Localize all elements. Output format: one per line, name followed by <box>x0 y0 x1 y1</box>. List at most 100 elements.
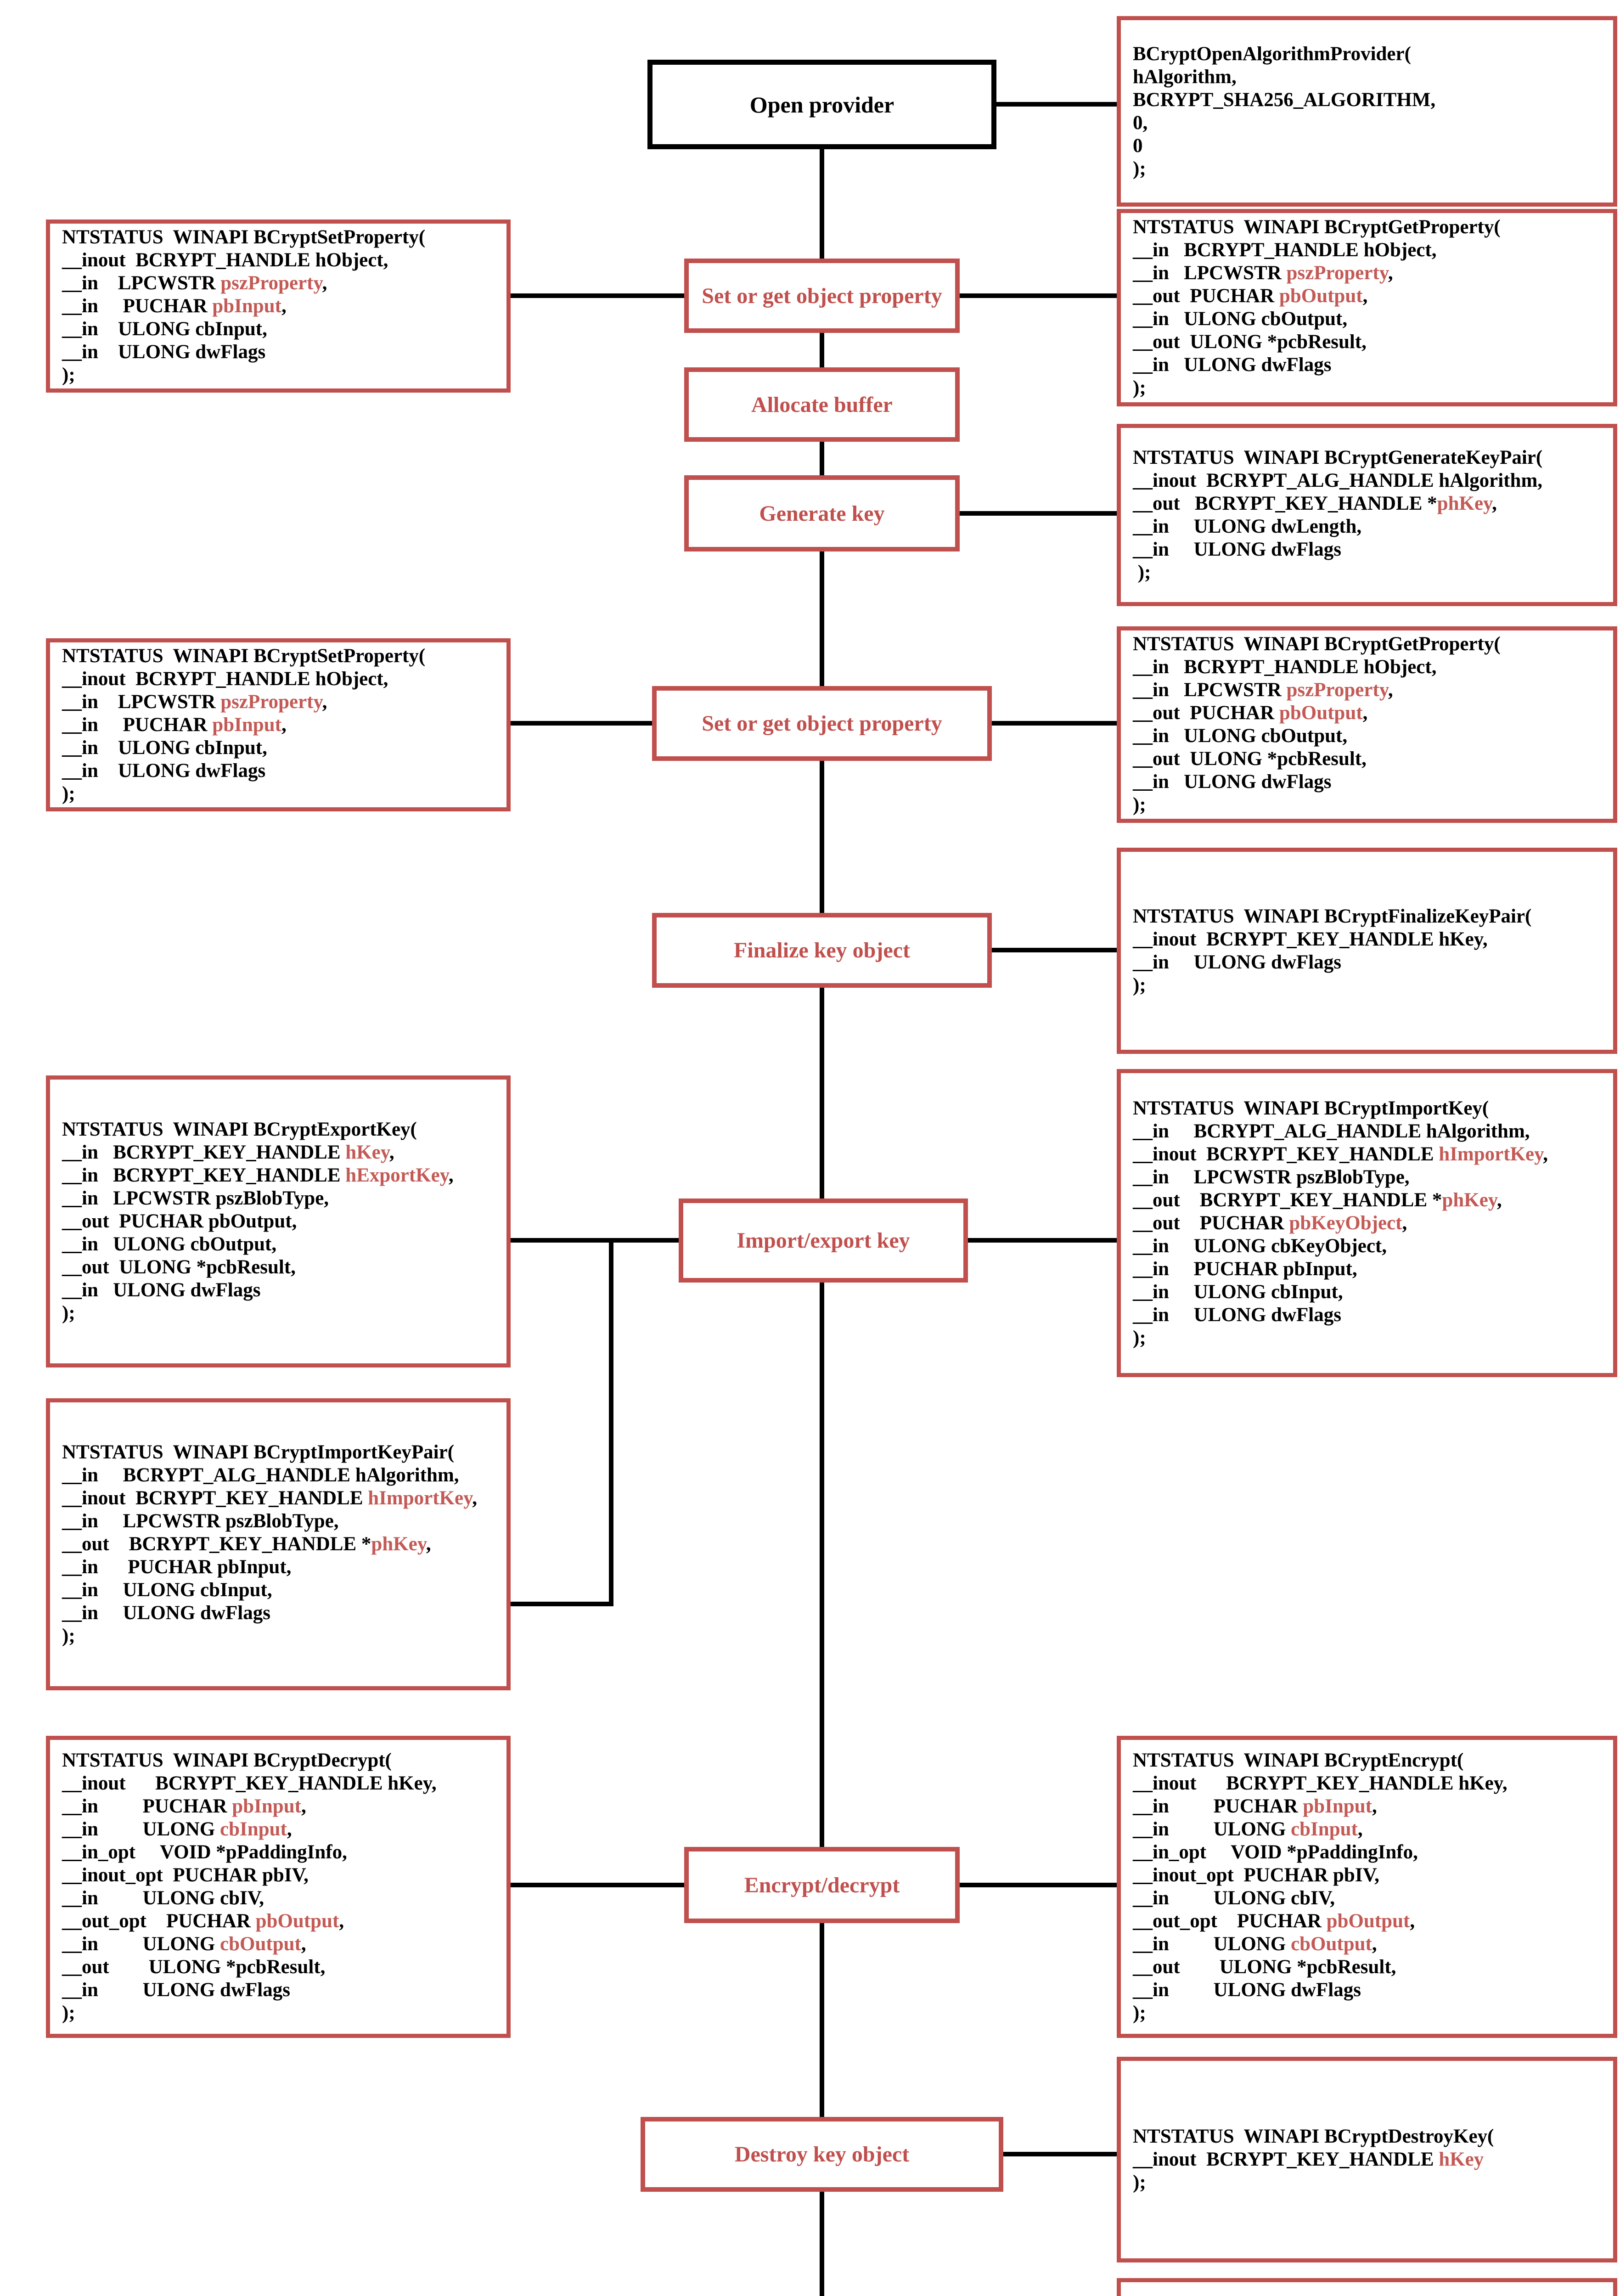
parameter-name: cbOutput <box>220 1933 301 1955</box>
code-line: __in ULONG cbInput, <box>1133 1281 1343 1303</box>
parameter-name: pbKeyObject <box>1289 1212 1402 1234</box>
code-line: __in BCRYPT_HANDLE hObject, <box>1133 656 1437 678</box>
code-line: NTSTATUS WINAPI BCryptDecrypt( <box>62 1750 392 1771</box>
code-line: __inout BCRYPT_KEY_HANDLE hImportKey, <box>62 1487 477 1509</box>
parameter-name: phKey <box>1437 492 1492 514</box>
code-bcrypt-get-property-2: NTSTATUS WINAPI BCryptGetProperty(__in B… <box>1117 626 1617 823</box>
connector-importkeypair-drop <box>609 1238 613 1606</box>
code-line: __in ULONG dwFlags <box>1133 771 1332 793</box>
code-line: NTSTATUS WINAPI BCryptExportKey( <box>62 1119 417 1140</box>
code-line: __in PUCHAR pbInput, <box>62 714 287 736</box>
code-line: __in LPCWSTR pszProperty, <box>1133 679 1393 701</box>
code-lines: NTSTATUS WINAPI BCryptSetProperty(__inou… <box>62 645 506 805</box>
code-bcrypt-decrypt: NTSTATUS WINAPI BCryptDecrypt(__inout BC… <box>46 1736 511 2038</box>
node-label: Set or get object property <box>702 711 942 736</box>
node-label: Set or get object property <box>702 283 942 308</box>
node-encrypt-decrypt: Encrypt/decrypt <box>684 1847 960 1923</box>
parameter-name: hImportKey <box>368 1487 472 1509</box>
node-destroy-key-object: Destroy key object <box>641 2117 1003 2192</box>
parameter-name: cbOutput <box>1291 1933 1372 1955</box>
node-set-get-property-1: Set or get object property <box>684 259 960 333</box>
parameter-name: hExportKey <box>345 1165 449 1186</box>
node-label: Destroy key object <box>734 2142 910 2167</box>
code-line: __in LPCWSTR pszBlobType, <box>62 1187 329 1209</box>
code-line: __in ULONG cbKeyObject, <box>1133 1235 1387 1257</box>
node-label: Import/export key <box>737 1228 910 1253</box>
code-line: __in ULONG dwFlags <box>1133 354 1332 376</box>
connector-importkeypair-left <box>507 1602 613 1606</box>
code-line: __out_opt PUCHAR pbOutput, <box>1133 1910 1415 1932</box>
code-bcrypt-generate-key-pair: NTSTATUS WINAPI BCryptGenerateKeyPair(__… <box>1117 424 1617 606</box>
code-line: __in BCRYPT_HANDLE hObject, <box>1133 239 1437 261</box>
code-line: hAlgorithm, <box>1133 66 1237 88</box>
code-line: __in LPCWSTR pszProperty, <box>1133 262 1393 284</box>
code-line: __in ULONG dwLength, <box>1133 515 1362 537</box>
code-line: __in ULONG cbInput, <box>62 737 267 759</box>
code-line: ); <box>62 364 75 386</box>
code-line: ); <box>1133 158 1146 180</box>
parameter-name: cbInput <box>220 1818 287 1840</box>
connector-setget1-left <box>507 293 686 298</box>
code-line: __out ULONG *pcbResult, <box>62 1256 296 1278</box>
code-line: __in PUCHAR pbInput, <box>62 1795 306 1817</box>
code-lines: NTSTATUS WINAPI BCryptGetProperty(__in B… <box>1133 633 1613 816</box>
code-line: __inout BCRYPT_KEY_HANDLE hKey, <box>1133 928 1488 950</box>
code-line: __out BCRYPT_KEY_HANDLE *phKey, <box>1133 1189 1502 1211</box>
parameter-name: pszProperty <box>220 691 322 713</box>
code-line: __inout_opt PUCHAR pbIV, <box>62 1864 309 1886</box>
code-line: __in ULONG dwFlags <box>62 341 266 363</box>
connector-importexport-right <box>966 1238 1117 1243</box>
code-line: __inout BCRYPT_KEY_HANDLE hKey, <box>1133 1773 1508 1794</box>
code-line: __in LPCWSTR pszBlobType, <box>62 1510 339 1532</box>
code-bcrypt-set-property-1: NTSTATUS WINAPI BCryptSetProperty(__inou… <box>46 219 511 393</box>
connector-encryptdecrypt-left <box>507 1883 686 1887</box>
code-bcrypt-import-key: NTSTATUS WINAPI BCryptImportKey(__in BCR… <box>1117 1069 1617 1377</box>
connector-setget2-right <box>990 721 1117 726</box>
parameter-name: pszProperty <box>1286 679 1388 701</box>
parameter-name: pszProperty <box>1286 262 1388 284</box>
code-line: __inout BCRYPT_ALG_HANDLE hAlgorithm, <box>1133 469 1543 491</box>
code-line: __in ULONG cbInput, <box>62 1818 292 1840</box>
code-line: __out ULONG *pcbResult, <box>1133 331 1367 353</box>
code-line: __out ULONG *pcbResult, <box>1133 1956 1396 1978</box>
connector-destroy-right <box>1001 2152 1117 2156</box>
parameter-name: pbOutput <box>1279 285 1363 307</box>
code-line: ); <box>1133 974 1146 996</box>
node-label: Finalize key object <box>734 938 910 962</box>
code-line: NTSTATUS WINAPI BCryptImportKey( <box>1133 1097 1489 1119</box>
connector-finalize-right <box>990 948 1117 952</box>
code-line: ); <box>62 1625 75 1647</box>
node-label: Allocate buffer <box>751 392 893 417</box>
code-line: NTSTATUS WINAPI BCryptImportKeyPair( <box>62 1441 455 1463</box>
code-line: __out PUCHAR pbOutput, <box>1133 702 1368 724</box>
node-allocate-buffer: Allocate buffer <box>684 367 960 442</box>
code-line: ); <box>1133 2172 1146 2193</box>
code-lines: NTSTATUS WINAPI BCryptImportKeyPair( __in… <box>62 1441 506 1648</box>
parameter-name: phKey <box>1442 1189 1497 1211</box>
parameter-name: pbOutput <box>255 1910 339 1932</box>
code-line: NTSTATUS WINAPI BCryptGetProperty( <box>1133 633 1501 655</box>
parameter-name: hKey <box>1439 2149 1484 2170</box>
code-line: __in ULONG dwFlags <box>62 1602 270 1624</box>
code-bcrypt-open-algorithm-provider: BCryptOpenAlgorithmProvider(hAlgorithm,B… <box>1117 16 1617 207</box>
code-line: __out PUCHAR pbOutput, <box>62 1210 297 1232</box>
code-line: ); <box>1133 561 1151 583</box>
code-line: BCRYPT_SHA256_ALGORITHM, <box>1133 89 1436 111</box>
connector-importexport-left <box>507 1238 681 1243</box>
code-line: __in BCRYPT_ALG_HANDLE hAlgorithm, <box>1133 1120 1530 1142</box>
code-line: NTSTATUS WINAPI BCryptSetProperty( <box>62 645 426 667</box>
code-line: __inout BCRYPT_KEY_HANDLE hImportKey, <box>1133 1143 1548 1165</box>
code-bcrypt-close-algorithm-provider: BCryptCloseAlgorithmProvider(hAlgorithm,… <box>1117 2278 1617 2296</box>
code-line: __in ULONG cbOutput, <box>1133 725 1348 747</box>
code-line: NTSTATUS WINAPI BCryptGenerateKeyPair( <box>1133 446 1543 468</box>
code-line: __in PUCHAR pbInput, <box>62 1556 292 1578</box>
code-line: __out PUCHAR pbKeyObject, <box>1133 1212 1407 1234</box>
parameter-name: pszProperty <box>220 272 322 294</box>
code-line: __in ULONG dwFlags <box>1133 538 1341 560</box>
code-line: __in_opt VOID *pPaddingInfo, <box>62 1841 347 1863</box>
parameter-name: hImportKey <box>1439 1143 1543 1165</box>
code-lines: NTSTATUS WINAPI BCryptEncrypt(__inout BC… <box>1133 1749 1613 2025</box>
code-line: ); <box>1133 377 1146 399</box>
code-line: __in ULONG dwFlags <box>62 1979 290 2001</box>
code-line: __in ULONG cbInput, <box>62 318 267 340</box>
